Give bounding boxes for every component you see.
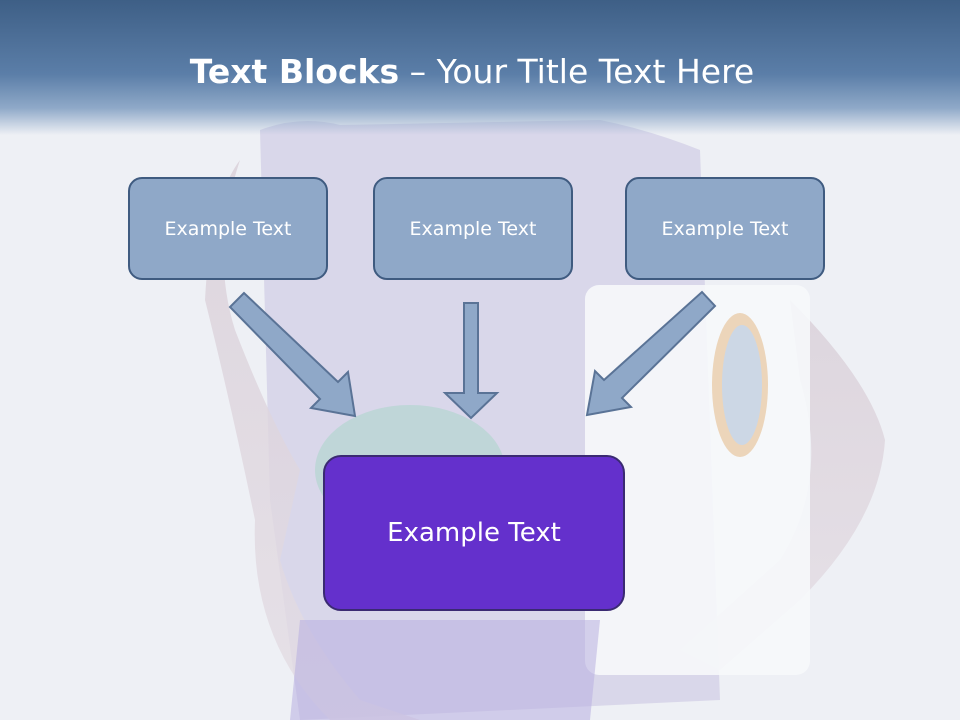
text-block-3[interactable]: Example Text [625,177,825,280]
title-rest: – Your Title Text Here [399,52,755,91]
slide-title: Text Blocks – Your Title Text Here [0,52,944,91]
header-band [0,0,960,135]
title-bold: Text Blocks [189,52,400,91]
text-block-2-label: Example Text [409,217,537,240]
text-block-3-label: Example Text [661,217,789,240]
target-block-label: Example Text [387,518,561,548]
target-block[interactable]: Example Text [323,455,625,611]
text-block-1[interactable]: Example Text [128,177,328,280]
text-block-1-label: Example Text [164,217,292,240]
text-block-2[interactable]: Example Text [373,177,573,280]
